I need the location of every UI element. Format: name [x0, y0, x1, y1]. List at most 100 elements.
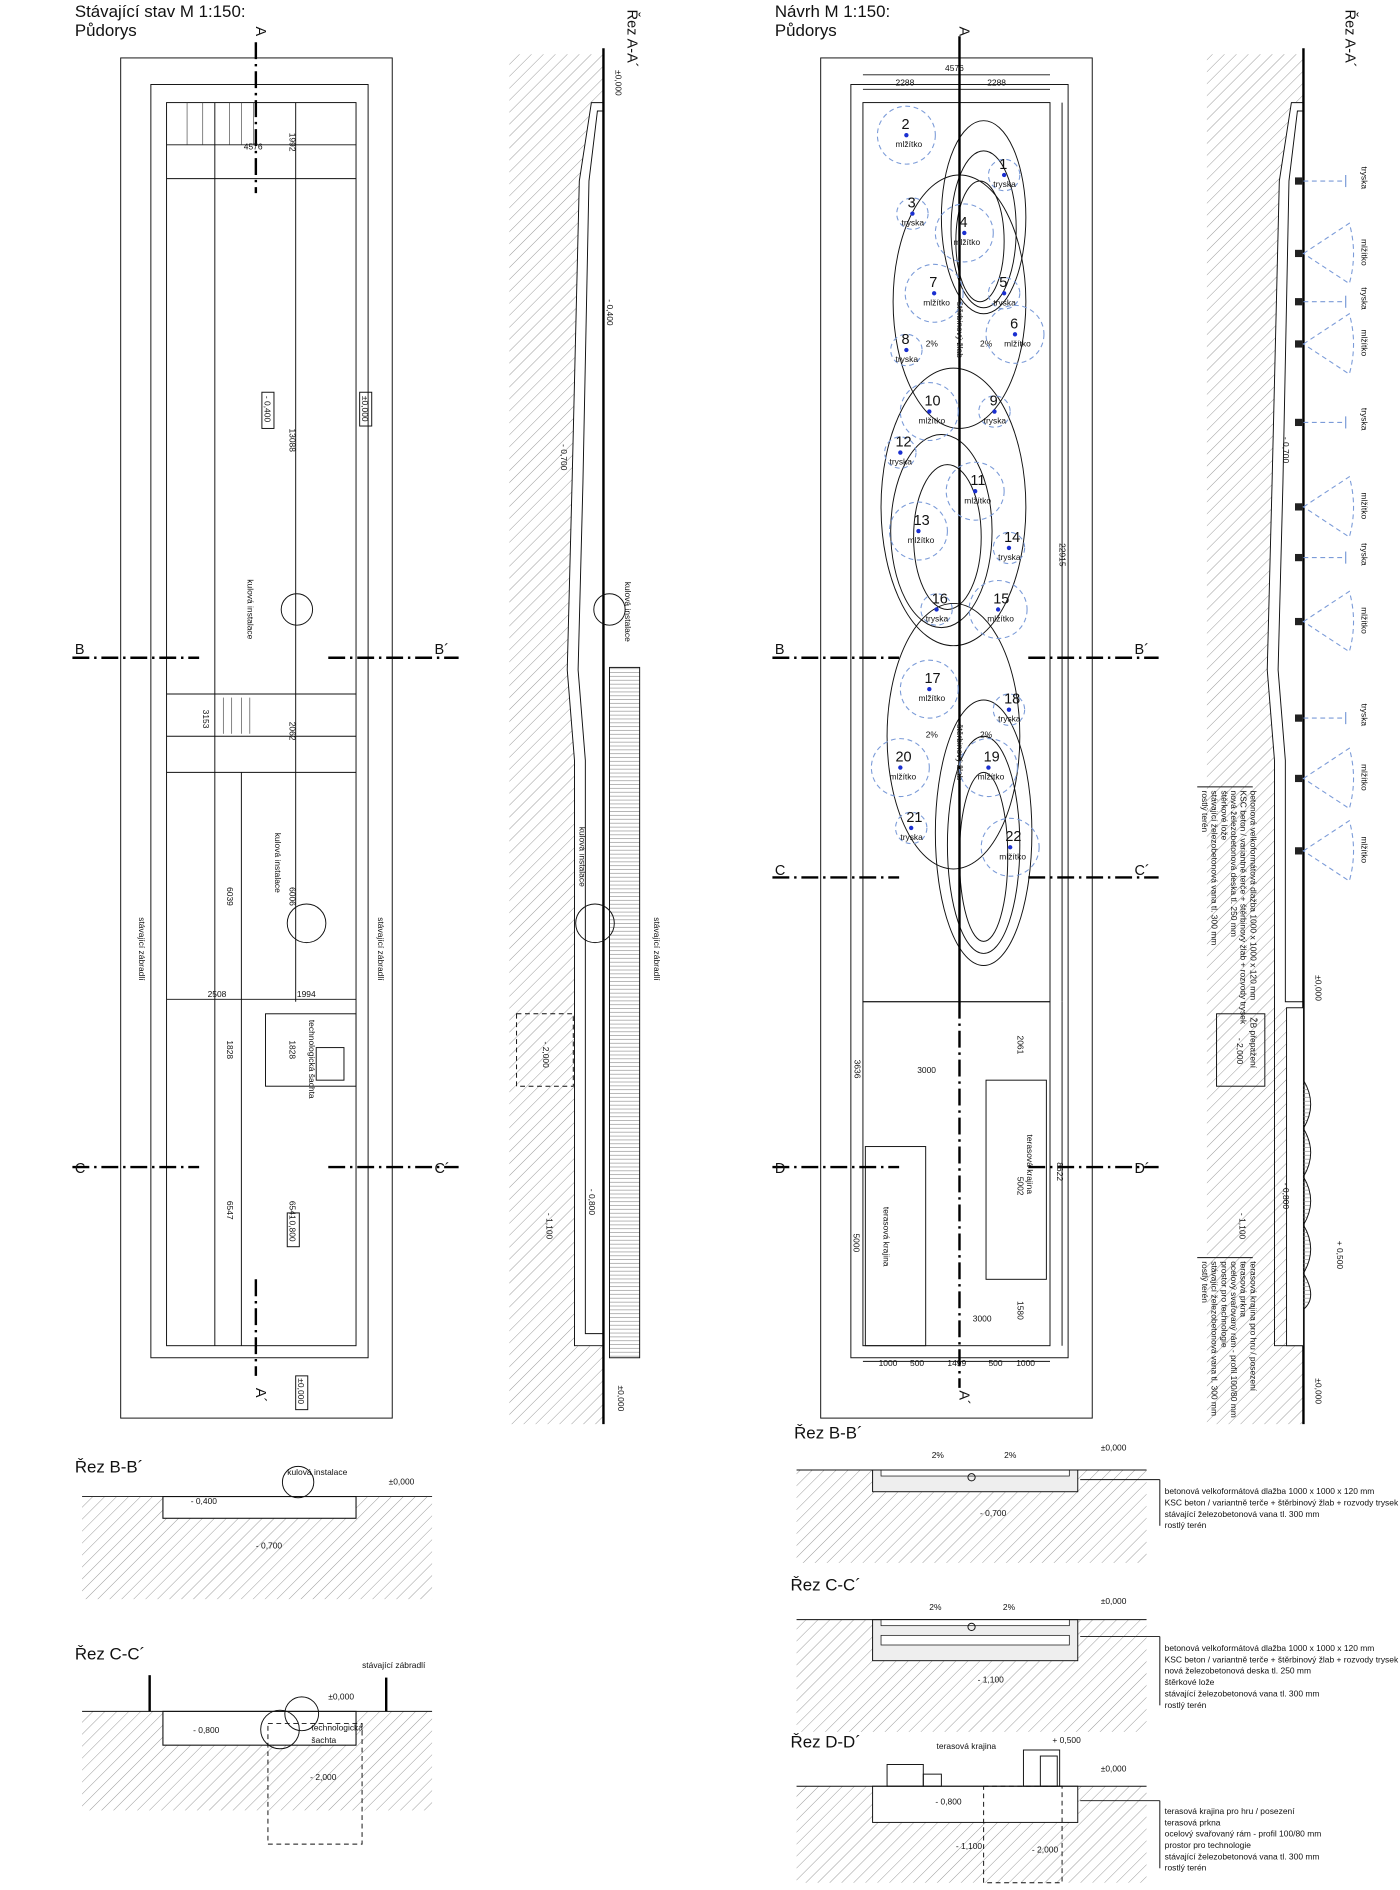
dim: 1992: [288, 133, 298, 152]
dim: 2062: [288, 722, 298, 741]
level-label: ±0,000: [1101, 1764, 1127, 1774]
nozzle-mlžítko: mlžítko: [1295, 819, 1369, 882]
legend-item: rostlý terén: [1200, 1261, 1210, 1303]
spray-radius-icon: [870, 738, 930, 798]
level-label: ±0,000: [614, 70, 624, 96]
legend-item: betonová velkoformátová dlažba 1000 x 10…: [1248, 791, 1258, 1001]
fountain-number: 19: [984, 750, 1000, 766]
dim: 5002: [1015, 1177, 1025, 1196]
dim-half: 2288: [987, 78, 1006, 88]
existing-section-cc: Řez C-C´ stávající zábradlí ±0,000 - 0,8…: [75, 1644, 433, 1845]
ball-installation-icon: [280, 593, 314, 626]
nozzle-dot-icon: [995, 607, 1001, 612]
nozzle-dot-icon: [934, 607, 939, 612]
nozzle-tryska: tryska: [1295, 167, 1369, 189]
level-label: - 0,700: [1281, 437, 1291, 464]
dim: 1000: [1016, 1358, 1035, 1368]
railing-label: stávající zábradlí: [376, 917, 386, 981]
ball-label: kulová instalace: [273, 833, 283, 893]
slope-label: 2%: [980, 729, 993, 739]
section-title: Řez B-B´: [75, 1457, 143, 1476]
level-label: ±0,000: [1101, 1443, 1127, 1453]
legend-item: štěrkové lože: [1165, 1677, 1215, 1687]
level-label: - 1,100: [956, 1841, 983, 1851]
dim: 3153: [201, 710, 211, 729]
marker-d: D: [775, 1161, 785, 1177]
fountain-type: mlžítko: [953, 237, 980, 247]
existing-section-aa: Řez A-A´ ±0,000 - 0,400 - 0,700 - 2,000 …: [509, 10, 662, 1425]
slope-label: 2%: [926, 729, 939, 739]
dim: 6541: [288, 1201, 298, 1220]
nozzle-dot-icon: [898, 765, 903, 770]
nozzle-markers: tryska mlžítko tryska mlžítko tryska mlžítko t…: [1295, 167, 1369, 882]
fountain-number: 8: [902, 332, 910, 348]
legend: terasová krajina pro hru / posezeníteras…: [1080, 1800, 1322, 1873]
legend-item: prostor pro technologie: [1219, 1261, 1229, 1348]
level-label: - 0,800: [935, 1796, 962, 1806]
shaft-label: technologická: [311, 1723, 363, 1733]
level-label: - 2,000: [1235, 1038, 1245, 1065]
spray-radius-icon: [978, 395, 1011, 428]
marker-c: C: [75, 1161, 85, 1177]
nozzle-mlžítko: mlžítko: [1295, 475, 1369, 538]
existing-section-bb: Řez B-B´ kulová instalace ±0,000 - 0,400…: [75, 1457, 433, 1600]
fountain-number: 1: [999, 157, 1007, 173]
fountain-type: tryska: [993, 179, 1016, 189]
railing-label: stávající zábradlí: [362, 1660, 426, 1670]
spray-radius-icon: [992, 531, 1026, 565]
fountain-type: mlžítko: [923, 297, 950, 307]
terrace-label: terasová krajina: [1025, 1134, 1035, 1194]
nozzle-dot-icon: [962, 230, 967, 236]
marker-a2: A´: [252, 1388, 268, 1402]
marker-a: A: [955, 27, 971, 37]
dim-width: 4576: [945, 63, 964, 73]
legend-item: rostlý terén: [1165, 1700, 1207, 1710]
fountain-type: tryska: [889, 457, 912, 467]
marker-c2: C´: [1134, 863, 1149, 879]
level-label: - 1,100: [545, 1213, 555, 1240]
dim: 3636: [852, 1060, 862, 1079]
nozzle-label: mlžítko: [1359, 329, 1369, 356]
fountain-type: tryska: [902, 218, 925, 228]
fountain-number: 18: [1004, 692, 1020, 708]
level-label: - 2,000: [310, 1772, 337, 1782]
dim: 2061: [1015, 1036, 1025, 1055]
nozzle-dot-icon: [910, 211, 915, 216]
legend-item: nová železobetonová deska tl. 250 mm: [1165, 1666, 1311, 1676]
fountain-type: tryska: [993, 297, 1016, 307]
level-label: - 0,700: [980, 1508, 1007, 1518]
spray-radius-icon: [980, 817, 1040, 877]
terrace-label: terasová krajina: [881, 1207, 891, 1267]
legend-item: ocelový svařovaný rám - profil 100/80 mm: [1165, 1829, 1322, 1839]
fountain-number: 12: [896, 435, 912, 451]
terrace-label: terasová krajina: [937, 1741, 997, 1751]
dim-half: 2288: [896, 78, 915, 88]
nozzle-dot-icon: [1006, 545, 1012, 551]
fountain-type: mlžítko: [889, 772, 916, 782]
level-label: - 0,800: [587, 1189, 597, 1216]
dim: 1994: [297, 989, 316, 999]
legend-item: rostlý terén: [1165, 1520, 1207, 1530]
fountain-1: 1 tryska: [987, 157, 1021, 192]
nozzle-dot-icon: [916, 528, 921, 534]
nozzle-label: tryska: [1359, 543, 1369, 566]
existing-plan-label: Půdorys: [75, 21, 137, 40]
section-title: Řez A-A´: [624, 10, 641, 68]
design-section-dd: Řez D-D´ terasová krajina + 0,500 ±0,000…: [791, 1733, 1322, 1884]
fountain-type: mlžítko: [918, 416, 945, 426]
nozzle-label: tryska: [1359, 704, 1369, 727]
nozzle-tryska: tryska: [1295, 408, 1369, 431]
dim-width: 4576: [244, 142, 263, 152]
legend-item: stávající železobetonová vana tl. 300 mm: [1210, 791, 1220, 946]
